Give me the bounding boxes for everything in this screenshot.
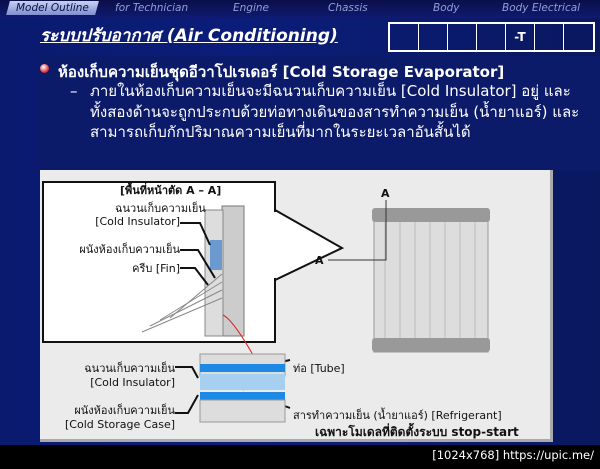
fin-label: ครีบ [Fin]	[132, 262, 180, 275]
model-box	[477, 24, 506, 50]
tab-body[interactable]: Body	[433, 2, 460, 14]
model-box	[419, 24, 448, 50]
bullet-heading: ห้องเก็บความเย็นชุดอีวาโปเรเดอร์ [Cold S…	[58, 63, 505, 81]
wall-label: ผนังห้องเก็บความเย็น	[79, 243, 180, 256]
model-box	[535, 24, 564, 50]
callout-pointer	[274, 208, 345, 282]
evaporator-bottom-tank	[372, 338, 490, 352]
evaporator-top-tank	[372, 208, 490, 222]
insulator2-label-th: ฉนวนเก็บความเย็น	[84, 362, 175, 375]
insulator-label-th: ฉนวนเก็บความเย็น	[115, 202, 206, 215]
refrigerant-tube-top	[200, 364, 285, 372]
bullet-icon	[40, 64, 49, 73]
tab-chassis[interactable]: Chassis	[328, 2, 368, 14]
page-title: ระบบปรับอากาศ (Air Conditioning)	[40, 26, 338, 46]
section-line	[328, 200, 387, 261]
stop-start-note: เฉพาะโมเดลที่ติดตั้งระบบ stop-start	[315, 425, 519, 439]
content-area	[38, 56, 600, 170]
insulator-label-en: [Cold Insulator]	[95, 215, 180, 228]
cold-insulator	[200, 374, 285, 390]
tab-for-technician[interactable]: for Technician	[115, 2, 189, 14]
tab-engine[interactable]: Engine	[233, 2, 269, 14]
insulator-block	[210, 240, 222, 270]
model-boxes: -T	[388, 22, 595, 52]
dash: –	[70, 82, 78, 100]
top-nav: Model Outline for Technician Engine Chas…	[0, 0, 600, 18]
tab-body-electrical[interactable]: Body Electrical	[502, 2, 581, 14]
model-box: -T	[506, 24, 535, 50]
marker-a-top: A	[381, 187, 390, 200]
watermark: [1024x768] https://upic.me/	[432, 448, 594, 462]
model-box	[448, 24, 477, 50]
diagram-graphics	[42, 181, 490, 423]
evaporator-diagram: [พื้นที่หน้าตัด A – A] ฉนวนเก็บความเย็น …	[40, 170, 553, 442]
refrigerant-label: สารทำความเย็น (น้ำยาแอร์) [Refrigerant]	[293, 409, 502, 422]
refrigerant-tube-bottom	[200, 392, 285, 400]
tube-label: ท่อ [Tube]	[293, 362, 345, 375]
evaporator-core	[373, 213, 489, 353]
section-title: [พื้นที่หน้าตัด A – A]	[120, 184, 222, 197]
case-label-en: [Cold Storage Case]	[65, 418, 175, 431]
case-label-th: ผนังห้องเก็บความเย็น	[74, 404, 175, 417]
model-box	[390, 24, 419, 50]
tab-label: Model Outline	[16, 2, 89, 14]
marker-a-left: A	[315, 254, 324, 267]
insulator2-label-en: [Cold Insulator]	[90, 376, 175, 389]
footer-bar	[0, 445, 600, 469]
tab-model-outline[interactable]: Model Outline	[6, 1, 99, 15]
model-box	[564, 24, 593, 50]
bullet-text: ภายในห้องเก็บความเย็นจะมีฉนวนเก็บความเย็…	[90, 82, 580, 141]
